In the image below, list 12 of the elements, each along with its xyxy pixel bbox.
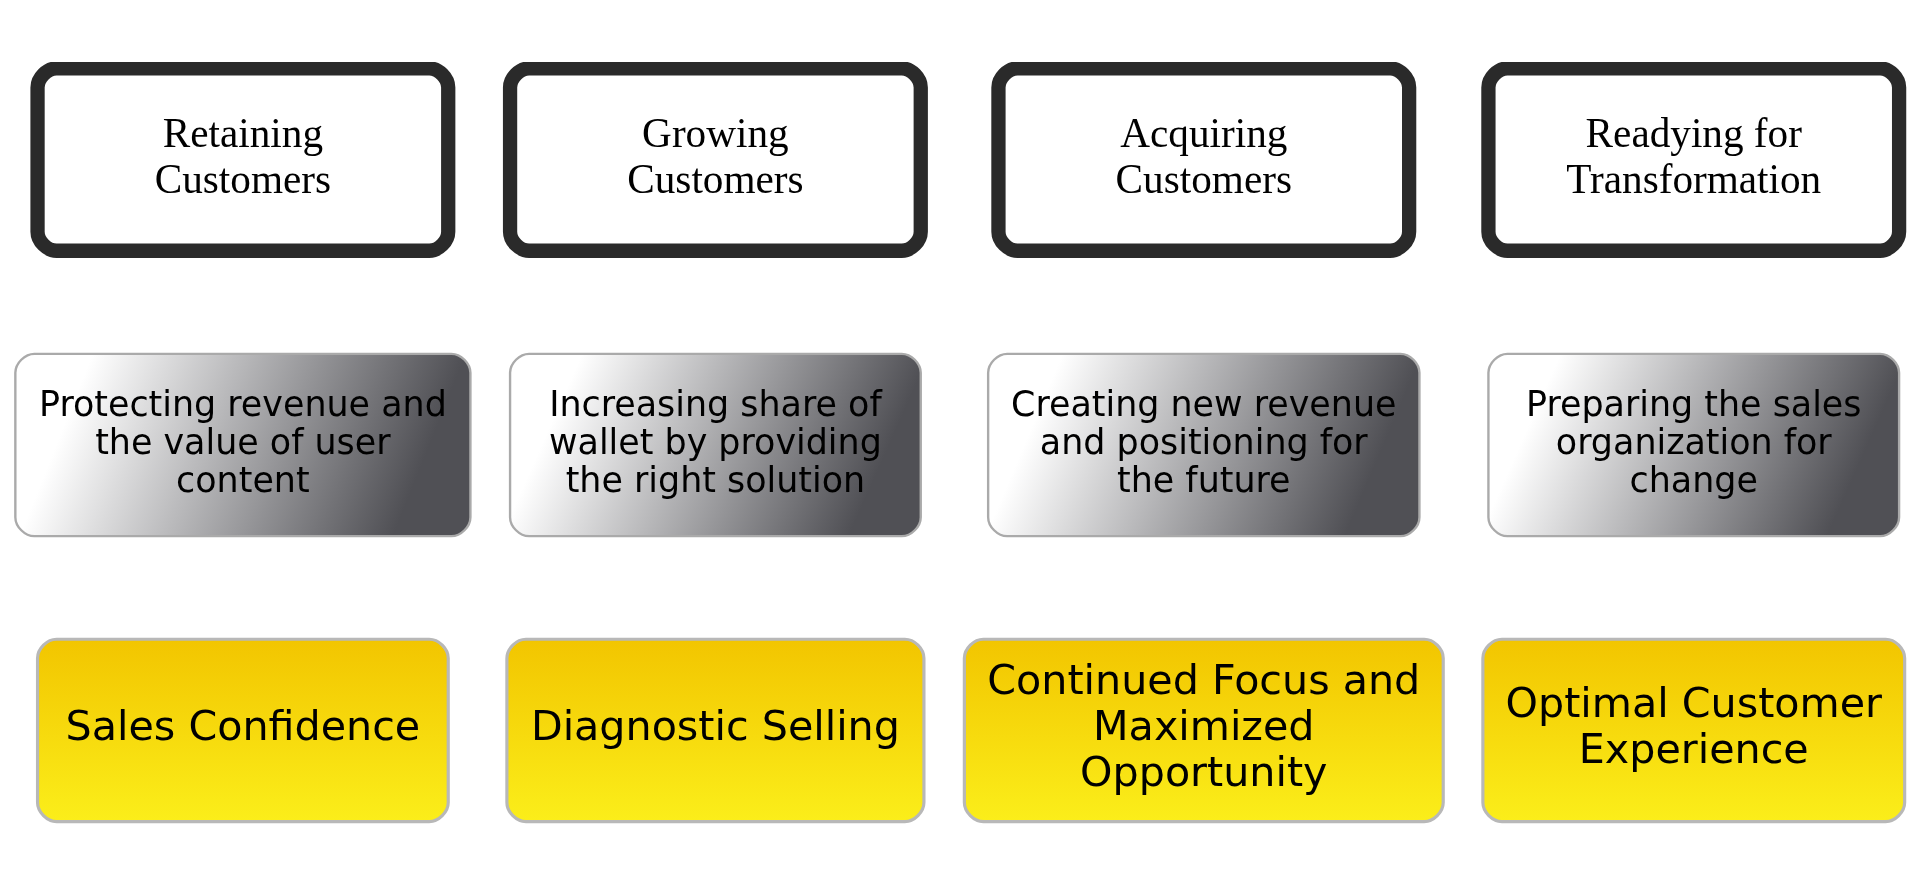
node-box: Continued Focus and Maximized Opportunity: [962, 637, 1445, 824]
node-box: Optimal Customer Experience: [1480, 637, 1906, 824]
node-box: Preparing the sales organization for change: [1486, 352, 1900, 538]
node-box: Diagnostic Selling: [504, 637, 925, 824]
node-box: Retaining Customers: [29, 62, 455, 258]
node-box: Sales Confidence: [35, 637, 450, 824]
node-box: Acquiring Customers: [990, 62, 1416, 258]
node-box: Protecting revenue and the value of user content: [13, 352, 472, 538]
node-box: Readying for Transformation: [1480, 62, 1906, 258]
node-box: Growing Customers: [502, 62, 928, 258]
node-box: Increasing share of wallet by providing the right solution: [508, 352, 922, 538]
node-box: Creating new revenue and positioning for the future: [986, 352, 1421, 538]
